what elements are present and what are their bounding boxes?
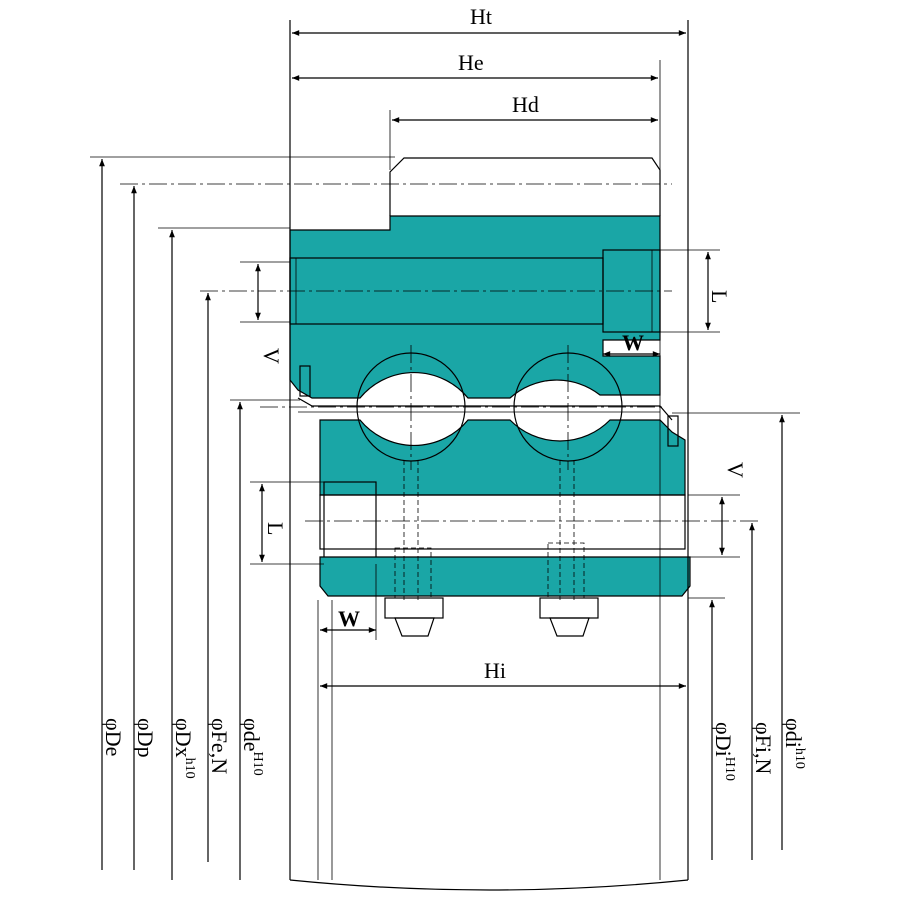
dim-Hi: Hi	[484, 658, 506, 683]
dim-V-top: V	[259, 348, 284, 364]
outer-ring-body	[289, 215, 661, 399]
bolt-right	[539, 460, 599, 637]
dim-W-bottom: W	[338, 606, 360, 631]
dim-Hd: Hd	[512, 92, 539, 117]
outer-ring-boss	[389, 157, 661, 216]
label-di: φdih10	[781, 718, 807, 769]
inner-ring-lower	[319, 556, 691, 597]
dim-W-top: W	[622, 330, 644, 355]
dim-Ht: Ht	[470, 4, 492, 29]
dim-L-bottom: L	[263, 522, 288, 535]
label-de: φdeH10	[239, 718, 265, 776]
seal-right	[667, 415, 679, 447]
label-De: φDe	[101, 718, 126, 756]
inner-ring-body	[319, 419, 686, 496]
seal-left	[299, 365, 311, 397]
label-Fe: φFe,N	[207, 718, 232, 774]
dim-L-top: L	[707, 290, 732, 303]
label-Di: φDiH10	[711, 722, 737, 781]
label-Fi: φFi,N	[751, 722, 776, 775]
bolt-left	[384, 460, 444, 637]
label-Dp: φDp	[133, 718, 158, 758]
dim-He: He	[458, 50, 484, 75]
dim-V-bottom: V	[723, 462, 748, 478]
label-Dx: φDxh10	[171, 718, 197, 779]
inner-bolt-hole-band	[319, 494, 686, 550]
